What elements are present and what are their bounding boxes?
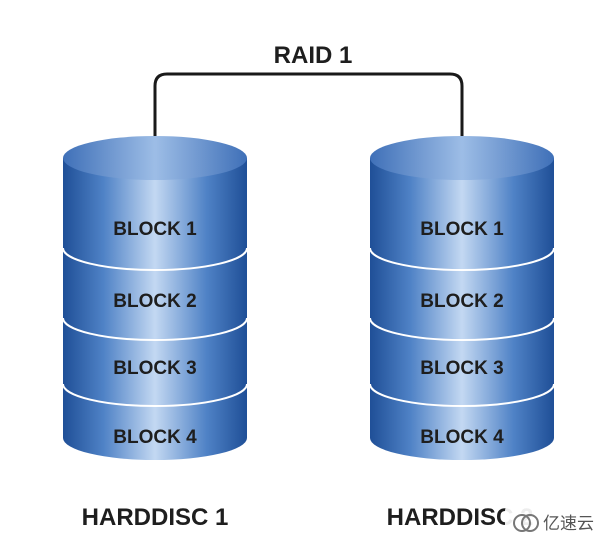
harddisc-label: HARDDISC 1 [82,504,229,531]
block-label: BLOCK 2 [113,291,196,312]
block-divider [369,317,555,341]
disk-body [370,158,554,460]
watermark-text: 亿速云 [543,514,594,534]
disk-top [370,136,554,180]
block-divider [62,247,248,271]
block-divider [369,247,555,271]
raid-connector-line [153,72,464,158]
block-label: BLOCK 3 [113,358,196,379]
block-label: BLOCK 1 [420,219,504,240]
block-label: BLOCK 3 [420,358,503,379]
block-divider [62,383,248,407]
cloud-logo-icon [513,514,539,532]
block-label: BLOCK 4 [420,427,504,448]
disk-top [63,136,247,180]
harddisc-1: BLOCK 1 BLOCK 2 BLOCK 3 BLOCK 4 HARDDISC… [62,136,248,531]
block-label: BLOCK 4 [113,427,197,448]
watermark: 亿速云 [505,503,600,543]
disk-body [63,158,247,460]
block-label: BLOCK 2 [420,291,503,312]
harddisc-2: BLOCK 1 BLOCK 2 BLOCK 3 BLOCK 4 HARDDISC… [369,136,555,531]
raid-title: RAID 1 [274,42,353,69]
block-label: BLOCK 1 [113,219,197,240]
block-divider [369,383,555,407]
block-divider [62,317,248,341]
